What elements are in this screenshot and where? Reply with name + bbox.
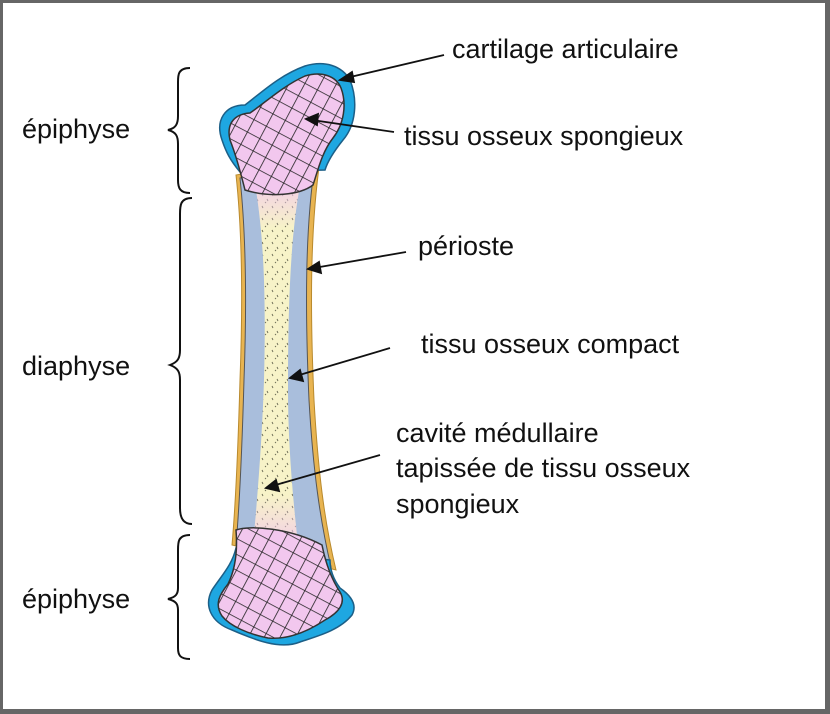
pointer-arrows	[263, 54, 445, 493]
spongy-bone-top	[228, 73, 345, 196]
brace-diaphyse	[167, 197, 193, 525]
brace-epiphyse-bottom	[167, 534, 191, 660]
label-diaphyse: diaphyse	[22, 351, 130, 381]
region-braces	[167, 67, 193, 660]
spongy-bone-bottom	[217, 527, 344, 639]
label-cavite-line2: tapissée de tissu osseux	[396, 453, 691, 483]
label-cartilage: cartilage articulaire	[452, 34, 679, 64]
label-compact: tissu osseux compact	[421, 329, 680, 359]
label-cavite-line1: cavité médullaire	[396, 418, 599, 448]
label-epiphyse-top: épiphyse	[22, 114, 130, 144]
label-perioste: périoste	[418, 231, 514, 261]
arrow-perioste	[313, 251, 407, 269]
label-epiphyse-bottom: épiphyse	[22, 584, 130, 614]
brace-epiphyse-top	[167, 67, 191, 194]
arrow-compact	[295, 347, 391, 377]
arrow-cartilage	[345, 54, 445, 79]
label-spongieux: tissu osseux spongieux	[404, 121, 684, 151]
arrow-cavite	[271, 454, 381, 487]
arrow-spongieux	[311, 119, 395, 133]
label-cavite-line3: spongieux	[396, 489, 520, 519]
